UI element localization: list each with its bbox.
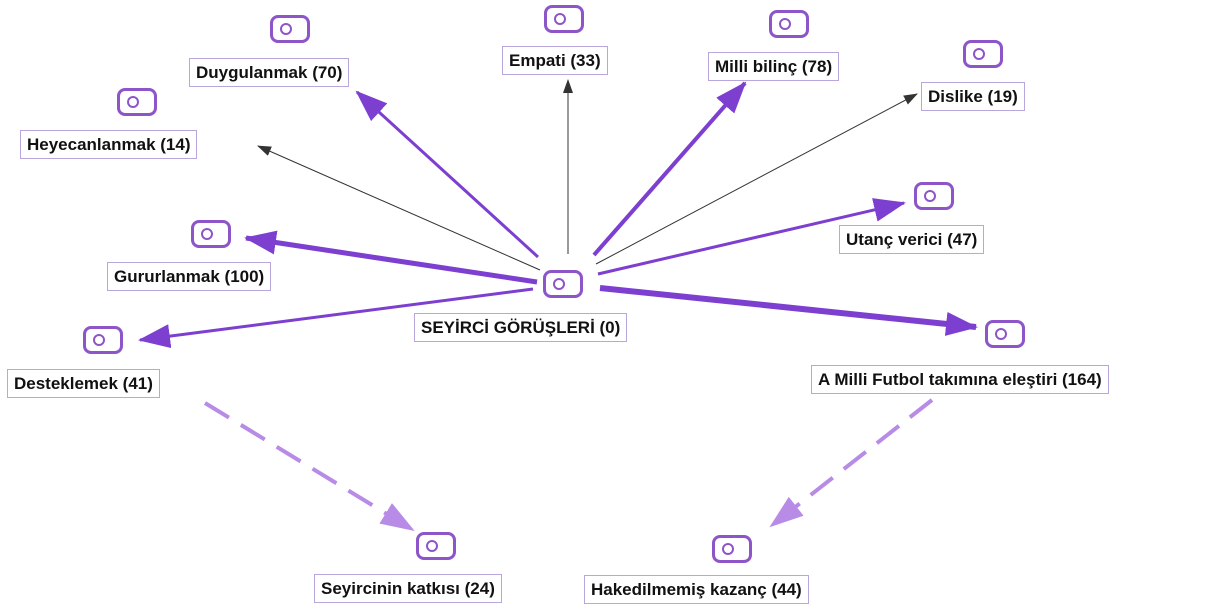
edge-root-milli-bilinc: [592, 81, 747, 257]
node-label-utanc-verici[interactable]: Utanç verici (47): [839, 225, 985, 254]
node-label-dislike[interactable]: Dislike (19): [921, 82, 1025, 111]
edge-root-heyecanlanmak: [257, 145, 541, 271]
root-code-icon[interactable]: [543, 270, 583, 298]
edge-root-duygulanmak: [355, 90, 540, 259]
edge-root-elestiri: [599, 285, 978, 336]
seyircinin-katkisi-code-icon[interactable]: [416, 532, 456, 560]
node-label-seyircinin-katkisi[interactable]: Seyircinin katkısı (24): [314, 574, 502, 603]
duygulanmak-code-icon[interactable]: [270, 15, 310, 43]
dislike-code-icon[interactable]: [963, 40, 1003, 68]
elestiri-code-icon[interactable]: [985, 320, 1025, 348]
node-label-duygulanmak[interactable]: Duygulanmak (70): [189, 58, 350, 87]
node-label-milli-bilinc[interactable]: Milli bilinç (78): [708, 52, 840, 81]
edge-desteklemek-seyircinin-katkisi: [203, 401, 415, 532]
node-label-empati[interactable]: Empati (33): [502, 46, 608, 75]
gururlanmak-code-icon[interactable]: [191, 220, 231, 248]
node-label-heyecanlanmak[interactable]: Heyecanlanmak (14): [20, 130, 198, 159]
node-label-root[interactable]: SEYİRCİ GÖRÜŞLERİ (0): [414, 313, 628, 342]
edge-root-dislike: [595, 93, 918, 265]
node-label-hakedilmemis-kazanc[interactable]: Hakedilmemiş kazanç (44): [584, 575, 809, 604]
desteklemek-code-icon[interactable]: [83, 326, 123, 354]
heyecanlanmak-code-icon[interactable]: [117, 88, 157, 116]
empati-code-icon[interactable]: [544, 5, 584, 33]
edge-root-gururlanmak: [244, 230, 538, 285]
node-label-gururlanmak[interactable]: Gururlanmak (100): [107, 262, 272, 291]
edge-root-utanc-verici: [597, 198, 906, 276]
hakedilmemis-kazanc-code-icon[interactable]: [712, 535, 752, 563]
edge-elestiri-hakedilmemis-kazanc: [769, 398, 934, 528]
node-label-desteklemek[interactable]: Desteklemek (41): [7, 369, 160, 398]
node-label-elestiri[interactable]: A Milli Futbol takımına eleştiri (164): [811, 365, 1109, 394]
utanc-verici-code-icon[interactable]: [914, 182, 954, 210]
milli-bilinc-code-icon[interactable]: [769, 10, 809, 38]
edge-root-desteklemek: [138, 287, 534, 349]
